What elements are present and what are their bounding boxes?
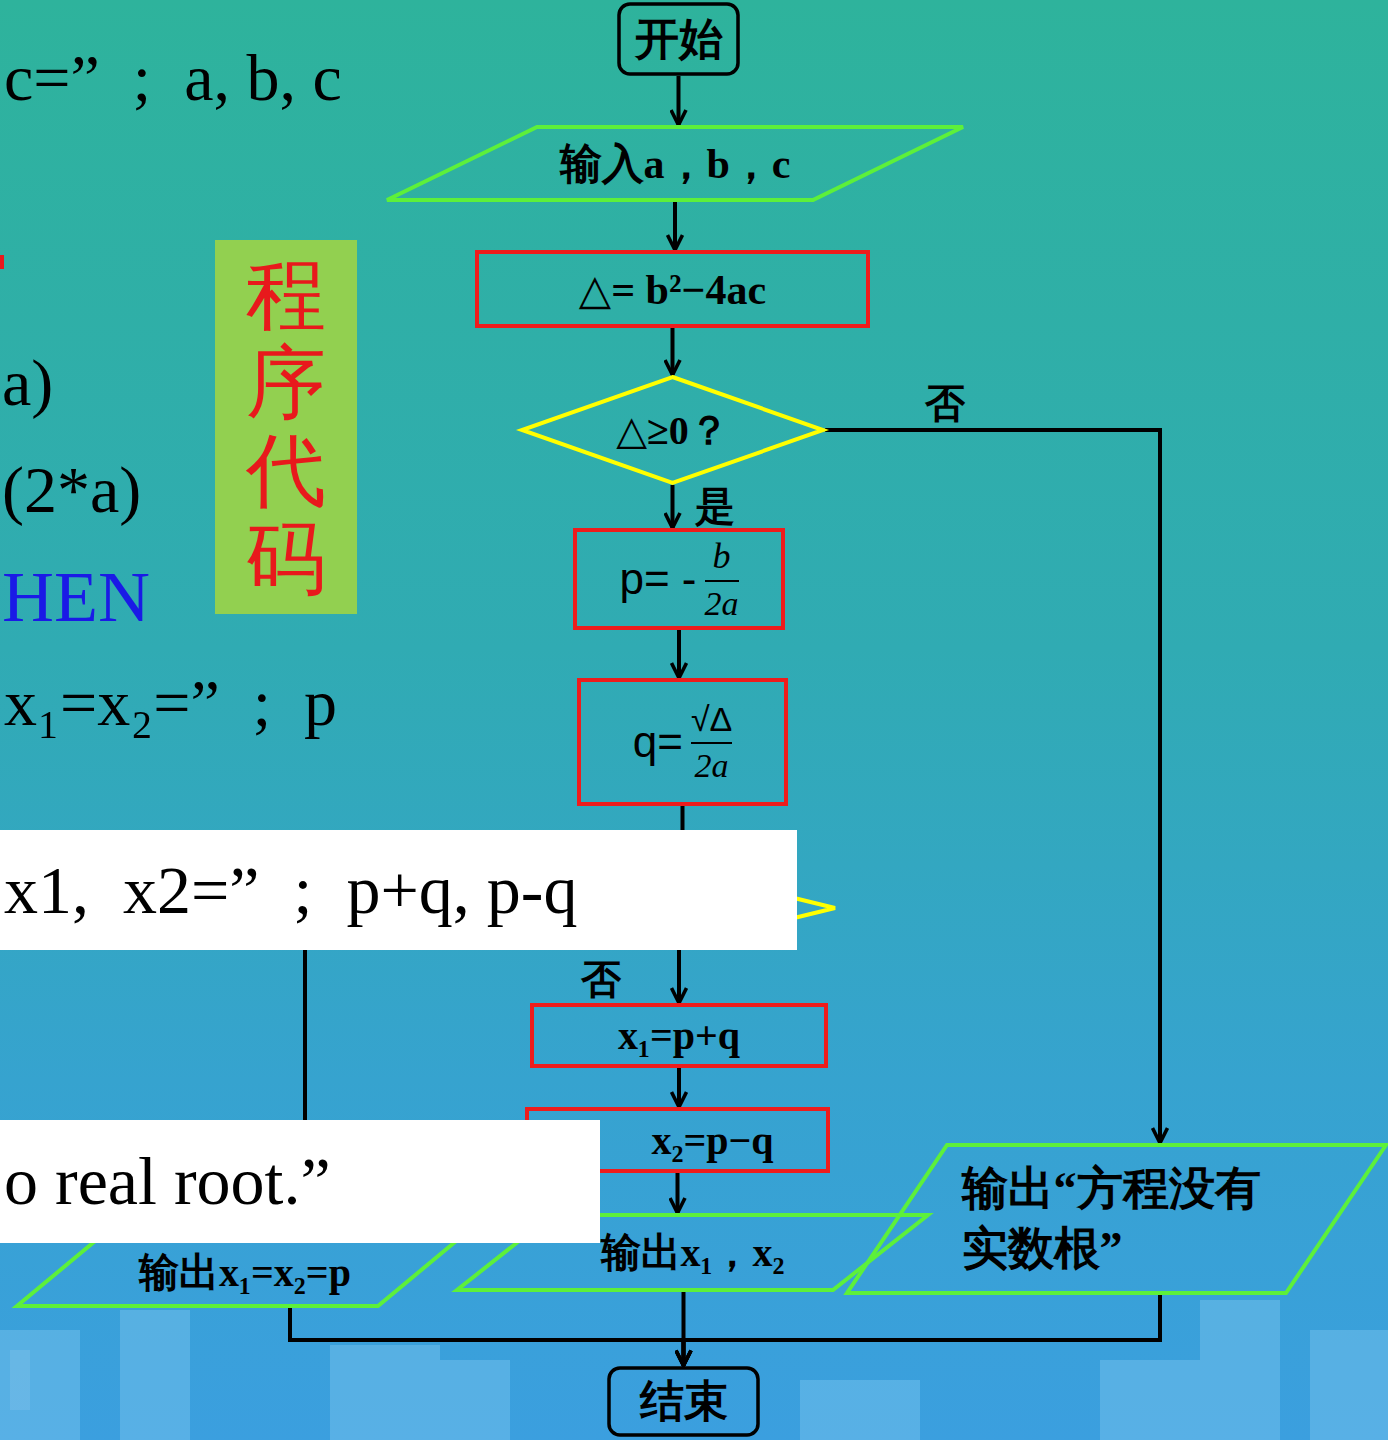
box-outline xyxy=(579,680,786,804)
node-text: o real root.” xyxy=(4,1142,331,1221)
node-text: 输出“方程没有 实数根” xyxy=(962,1159,1302,1279)
node-content: 结束 xyxy=(640,1372,728,1431)
box-outline xyxy=(575,530,783,628)
flow-arrow xyxy=(671,328,675,375)
node-content: △≥0？ xyxy=(616,403,729,458)
denominator: 2a xyxy=(695,747,729,785)
node-text: x₁=p+q xyxy=(618,1012,740,1059)
node-content: 程序代码 xyxy=(246,251,326,603)
box-outline xyxy=(477,252,868,326)
code-tag: 程序代码 xyxy=(215,240,357,614)
node-text: △≥0？ xyxy=(616,403,729,458)
flow-arrow xyxy=(676,1173,680,1213)
denominator: 2a xyxy=(705,585,739,623)
node-content: p= - b 2a xyxy=(619,535,738,623)
branch-label: 否 xyxy=(925,376,965,431)
node-content: 输入a，b，c xyxy=(560,136,791,192)
flow-arrow xyxy=(677,950,681,1003)
output-box: 输出“方程没有 实数根” xyxy=(845,1143,1388,1295)
code-line: (2*a) xyxy=(2,452,141,528)
fraction-bar xyxy=(691,742,732,744)
code-line: x₁=x₂=” ; p xyxy=(4,665,337,741)
input-box: 输入a，b，c xyxy=(385,125,965,202)
process-box: p= - b 2a xyxy=(573,528,785,630)
box-fill xyxy=(0,1120,600,1243)
node-text: x1, x2=” ; p+q, p-q xyxy=(4,851,577,930)
flow-arrow xyxy=(671,485,675,528)
code-overlay: o real root.” xyxy=(0,1120,600,1243)
numerator: √Δ xyxy=(691,700,732,739)
branch-label: 否 xyxy=(581,952,621,1007)
node-text: 输入a，b，c xyxy=(560,136,791,192)
flow-arrow xyxy=(677,76,681,125)
flow-arrow xyxy=(303,950,307,1120)
parallelogram-outline xyxy=(387,127,963,200)
parallelogram-outline xyxy=(847,1145,1386,1293)
node-text: 开始 xyxy=(635,10,723,69)
flow-arrow xyxy=(290,1308,684,1366)
code-line: c=” ; a, b, c xyxy=(4,40,342,116)
flow-arrow xyxy=(677,630,681,678)
node-content: q=√Δ 2a xyxy=(633,700,733,785)
formula-lhs: p= - xyxy=(619,554,696,604)
parallelogram-outline xyxy=(17,1227,473,1306)
node-text: 输出x₁，x₂ xyxy=(601,1225,785,1280)
node-content: 输出x₁，x₂ xyxy=(601,1225,785,1280)
decision-diamond: △≥0？ xyxy=(520,375,825,485)
flow-arrow xyxy=(825,430,1160,1143)
fraction-bar xyxy=(705,580,739,582)
node-content: 输出“方程没有 实数根” xyxy=(962,1159,1302,1279)
node-text: 输出x₁=x₂=p xyxy=(139,1245,351,1300)
node-content: 开始 xyxy=(635,10,723,69)
node-content: 输出x₁=x₂=p xyxy=(139,1245,351,1300)
end-terminal: 结束 xyxy=(607,1366,760,1437)
node-text: x₂=p−q xyxy=(651,1117,773,1164)
process-box: △= b²−4ac xyxy=(475,250,870,328)
numerator: b xyxy=(713,535,731,577)
node-content: x1, x2=” ; p+q, p-q xyxy=(4,851,577,930)
fraction: b 2a xyxy=(705,535,739,623)
formula-lhs: q= xyxy=(633,717,683,767)
node-content: x₂=p−q xyxy=(651,1117,773,1164)
box-fill xyxy=(215,240,357,614)
flow-arrow xyxy=(673,202,677,250)
node-content: o real root.” xyxy=(4,1142,331,1221)
node-text: 结束 xyxy=(640,1372,728,1431)
start-terminal: 开始 xyxy=(617,2,740,76)
red-mark xyxy=(0,255,4,269)
box-fill xyxy=(0,830,797,950)
process-box: x₁=p+q xyxy=(530,1003,828,1068)
flow-arrow xyxy=(681,806,685,830)
flow-arrow xyxy=(677,1068,681,1107)
terminal-outline xyxy=(619,4,738,74)
code-line: a) xyxy=(2,345,53,421)
building-silhouettes xyxy=(0,1300,1388,1440)
node-content: △= b²−4ac xyxy=(579,265,766,314)
box-outline xyxy=(532,1005,826,1066)
branch-label: 是 xyxy=(695,479,735,534)
flow-arrow xyxy=(684,1295,1161,1366)
code-line: HEN xyxy=(2,556,150,639)
node-content: x₁=p+q xyxy=(618,1012,740,1059)
diamond-outline xyxy=(522,377,823,483)
code-overlay: x1, x2=” ; p+q, p-q xyxy=(0,830,797,950)
process-box: q=√Δ 2a xyxy=(577,678,788,806)
node-text: 程序代码 xyxy=(246,251,326,603)
node-text: △= b²−4ac xyxy=(579,265,766,314)
fraction: √Δ 2a xyxy=(691,700,732,785)
terminal-outline xyxy=(609,1368,758,1435)
